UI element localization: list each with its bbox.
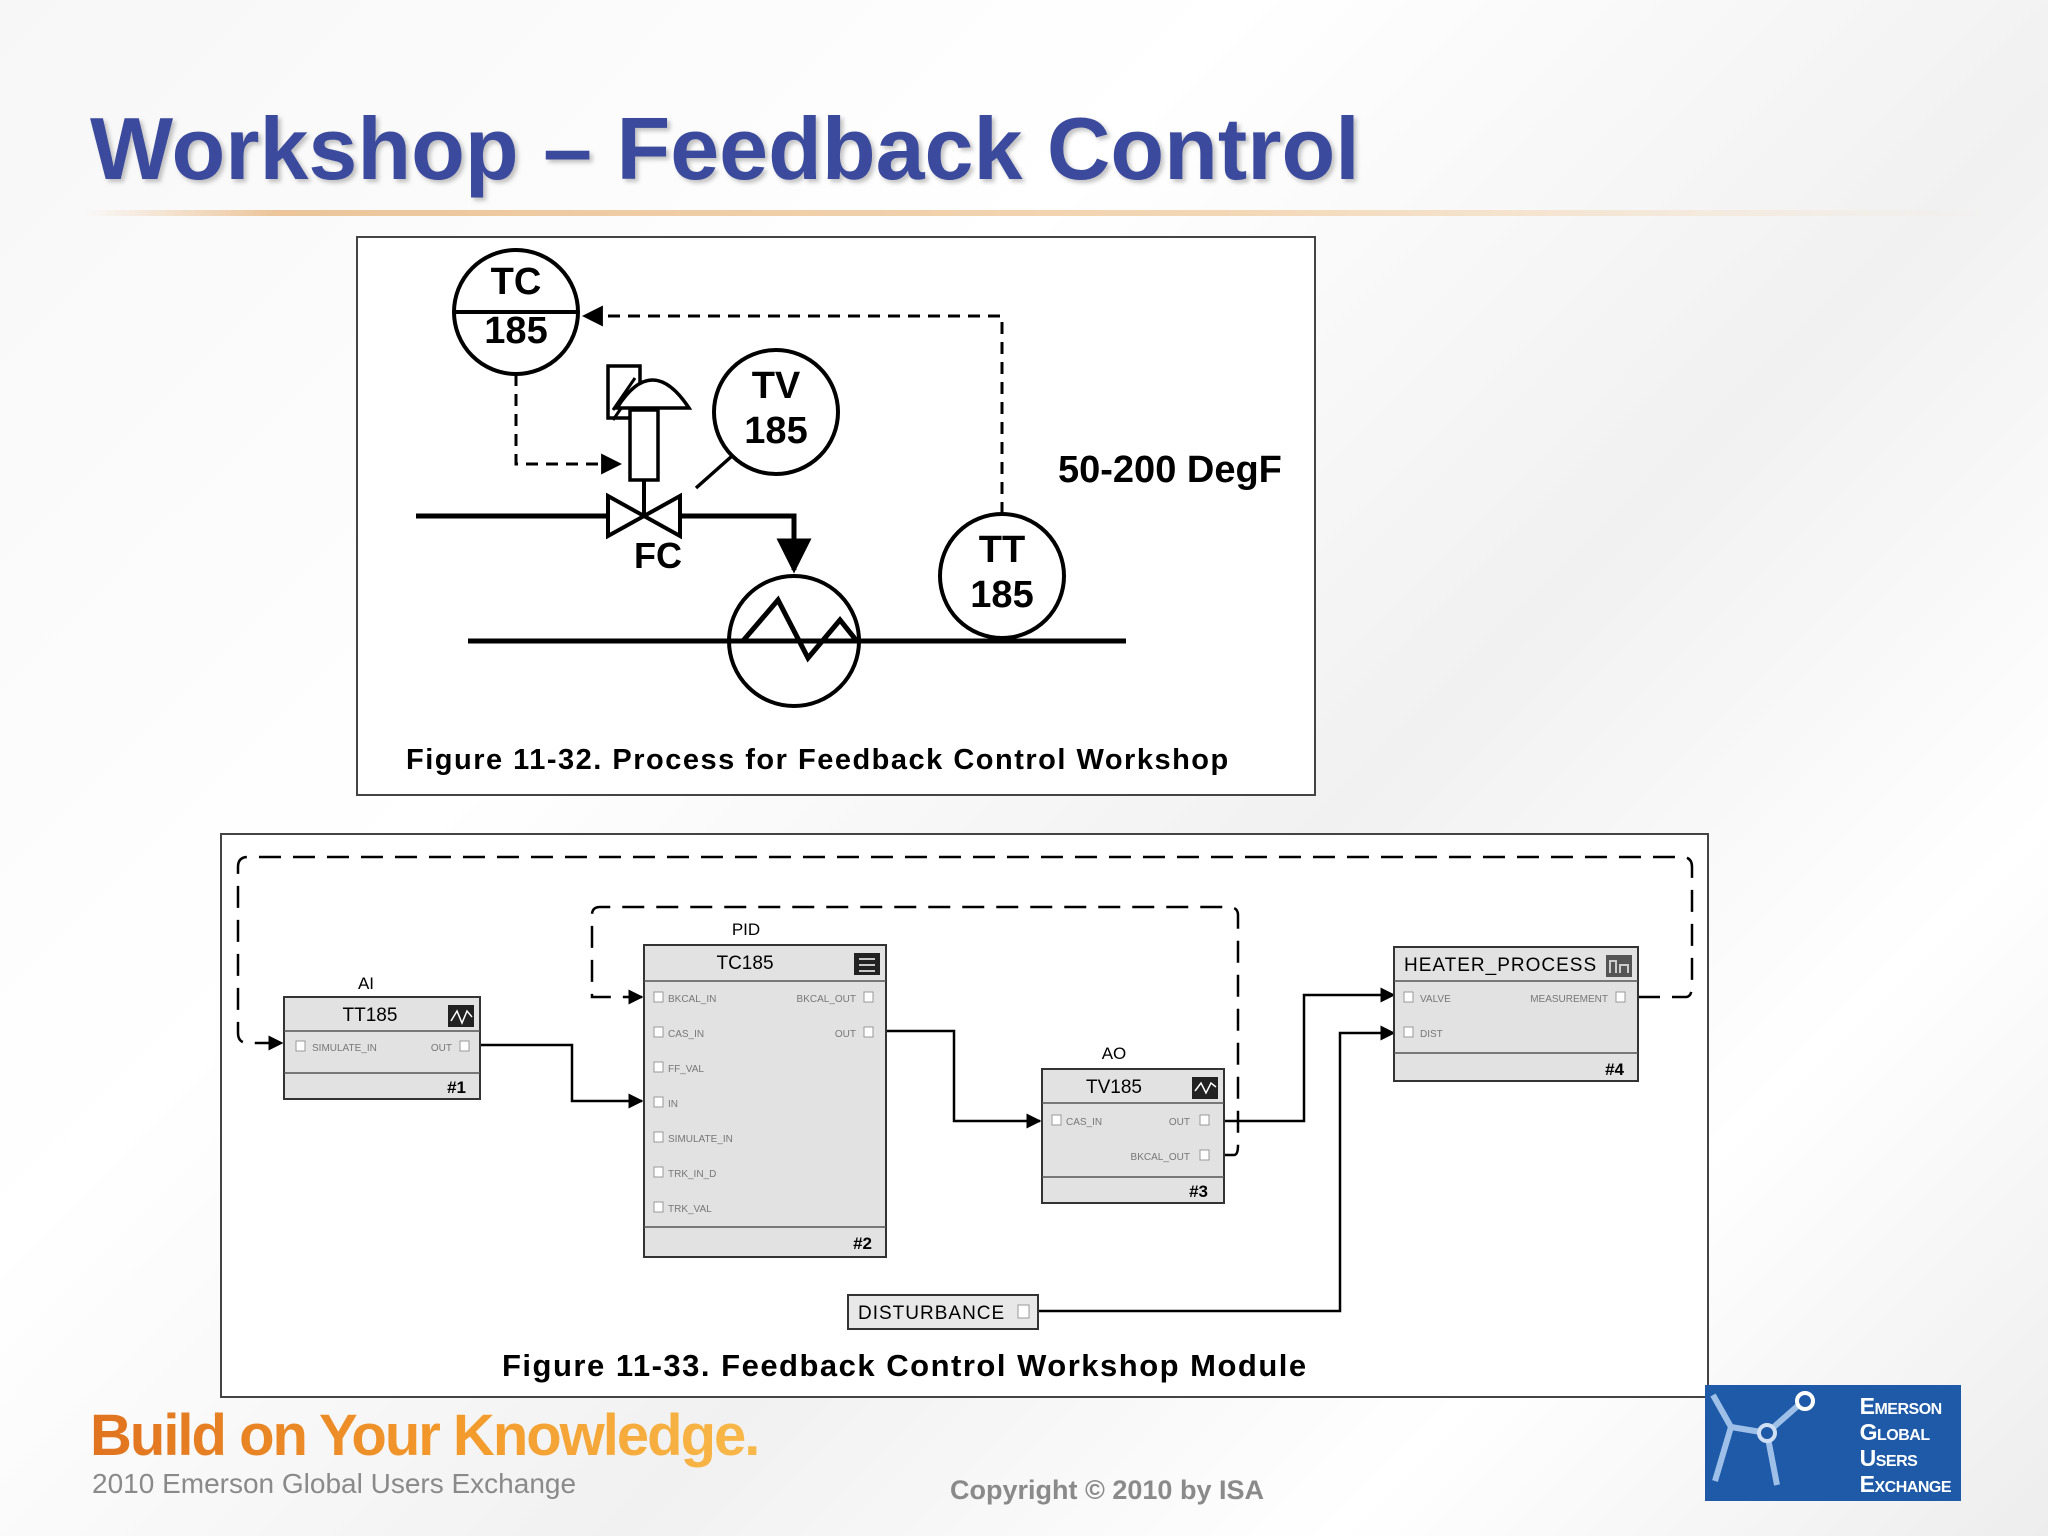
measurement-feedback-link <box>236 855 1694 1051</box>
pid-port-out: OUT <box>835 1029 856 1040</box>
ao-block-type: AO <box>1102 1044 1127 1063</box>
range-label: 50-200 DegF <box>1058 449 1282 491</box>
tt-to-tc-signal <box>581 305 1004 514</box>
pid-port-trk-val: TRK_VAL <box>668 1204 712 1215</box>
heater-port-dist: DIST <box>1420 1029 1443 1040</box>
ai-port-simulate-in: SIMULATE_IN <box>312 1043 377 1054</box>
logo-line-1: Emerson <box>1859 1393 1943 1419</box>
pid-port-bkcal-out: BKCAL_OUT <box>797 994 856 1005</box>
disturbance-label: DISTURBANCE <box>858 1303 1005 1324</box>
title-divider <box>85 210 1985 216</box>
copyright-notice: Copyright © 2010 by ISA <box>950 1475 1264 1505</box>
ai-block[interactable]: AI TT185 SIMULATE_IN OUT #1 <box>283 974 481 1100</box>
pid-block-icon <box>859 958 875 972</box>
pid-block-name: TC185 <box>716 953 773 974</box>
process-figure: TC 185 TV 185 FC <box>356 236 1316 796</box>
figure-caption: Figure 11-32. Process for Feedback Contr… <box>406 744 1230 776</box>
valve-actuator <box>606 364 693 516</box>
bkcal-feedback-link <box>590 905 1240 1157</box>
tc-to-valve-signal <box>514 374 623 475</box>
fail-action-label: FC <box>634 535 682 576</box>
tc-tag: TC <box>491 261 542 303</box>
logo-line-4: Exchange <box>1859 1471 1952 1497</box>
pid-to-ao-link <box>886 1029 1042 1129</box>
pid-block[interactable]: PID TC185 BKCAL_IN CAS_IN FF_VAL IN SIMU… <box>643 920 887 1258</box>
pid-port-ff-val: FF_VAL <box>668 1064 704 1075</box>
disturbance-to-heater-link <box>1038 1025 1396 1313</box>
ai-to-pid-link <box>480 1043 644 1109</box>
heater-block-name: HEATER_PROCESS <box>1404 955 1597 976</box>
pid-block-type: PID <box>732 920 760 939</box>
heater-port-valve: VALVE <box>1420 994 1451 1005</box>
ao-port-cas-in: CAS_IN <box>1066 1117 1102 1128</box>
pid-block-number: #2 <box>853 1234 872 1253</box>
emerson-global-users-exchange-logo: Emerson Global Users Exchange <box>1705 1385 1961 1501</box>
heater-block-number: #4 <box>1605 1060 1624 1079</box>
ao-block[interactable]: AO TV185 CAS_IN OUT BKCAL_OUT #3 <box>1041 1044 1225 1204</box>
ai-block-icon <box>450 1009 473 1025</box>
ao-port-bkcal-out: BKCAL_OUT <box>1131 1152 1190 1163</box>
pid-port-trk-in-d: TRK_IN_D <box>668 1169 716 1180</box>
logo-line-3: Users <box>1859 1445 1918 1471</box>
brand-tagline: Build on Your Knowledge. <box>90 1403 760 1468</box>
network-icon <box>1710 1391 1815 1486</box>
heat-exchanger <box>727 574 861 708</box>
figure-caption: Figure 11-33. Feedback Control Workshop … <box>502 1348 1308 1383</box>
tv-number: 185 <box>744 410 807 452</box>
ao-to-heater-link <box>1224 987 1396 1123</box>
slide-title: Workshop – Feedback Control <box>90 99 1360 198</box>
tc-number: 185 <box>484 310 547 352</box>
tt-tag: TT <box>979 529 1025 571</box>
ai-block-number: #1 <box>447 1078 466 1097</box>
ao-block-number: #3 <box>1189 1182 1208 1201</box>
tc-185-bubble: TC 185 <box>452 248 580 376</box>
tv-tag: TV <box>752 365 801 407</box>
ao-port-out: OUT <box>1169 1117 1190 1128</box>
tt-number: 185 <box>970 574 1033 616</box>
pid-port-simulate-in: SIMULATE_IN <box>668 1134 733 1145</box>
pid-port-cas-in: CAS_IN <box>668 1029 704 1040</box>
ao-block-icon <box>1194 1081 1217 1095</box>
module-figure: AI TT185 SIMULATE_IN OUT #1 PID TC185 BK… <box>220 833 1709 1398</box>
ai-block-name: TT185 <box>343 1005 398 1026</box>
heater-block-icon <box>1609 960 1629 973</box>
heater-process-block[interactable]: HEATER_PROCESS VALVE DIST MEASUREMENT #4 <box>1393 946 1639 1082</box>
ai-block-type: AI <box>358 974 374 993</box>
heater-port-measurement: MEASUREMENT <box>1530 994 1608 1005</box>
disturbance-parameter[interactable]: DISTURBANCE <box>847 1294 1039 1330</box>
ao-block-name: TV185 <box>1086 1077 1142 1098</box>
ai-port-out: OUT <box>431 1043 452 1054</box>
logo-line-2: Global <box>1859 1419 1931 1445</box>
pid-port-in: IN <box>668 1099 678 1110</box>
valve-outlet-pipe <box>680 513 812 574</box>
module-diagram: AI TT185 SIMULATE_IN OUT #1 PID TC185 BK… <box>236 855 1694 1383</box>
pid-port-bkcal-in: BKCAL_IN <box>668 994 716 1005</box>
event-name: 2010 Emerson Global Users Exchange <box>92 1468 577 1499</box>
tt-185-bubble: TT 185 <box>938 512 1066 640</box>
tv-185-bubble: TV 185 <box>694 348 840 490</box>
process-diagram: TC 185 TV 185 FC <box>406 248 1282 776</box>
